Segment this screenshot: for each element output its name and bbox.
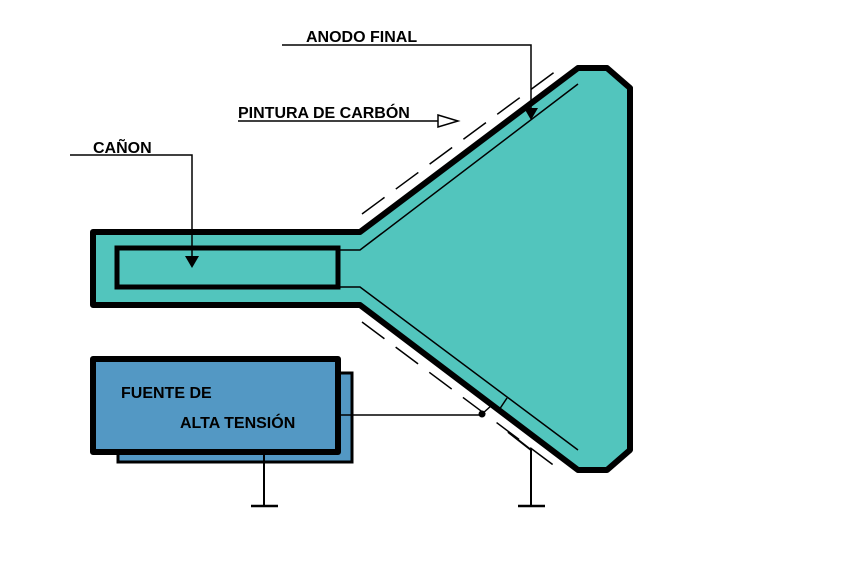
final-anode-lower [338, 286, 579, 451]
electron-gun [114, 245, 341, 290]
anodo-label: ANODO FINAL [306, 29, 417, 46]
canon-label: CAÑON [93, 137, 152, 157]
canon-leader [70, 154, 193, 262]
connection-stub [481, 404, 493, 415]
supply-label-line1: FUENTE DE [121, 385, 212, 402]
canon-arrow-icon [185, 256, 199, 268]
supply-label-line2: ALTA TENSIÓN [180, 413, 295, 432]
anodo-leader [282, 44, 532, 112]
anodo-arrow-icon [524, 108, 538, 120]
final-anode-upper [338, 83, 579, 251]
pintura-arrow-icon [437, 113, 461, 129]
coating-ground-lead [507, 431, 532, 506]
anode-contact [498, 397, 508, 411]
crt-tube [90, 65, 633, 473]
pintura-label: PINTURA DE CARBÓN [238, 103, 410, 122]
high-voltage-supply [90, 356, 341, 455]
